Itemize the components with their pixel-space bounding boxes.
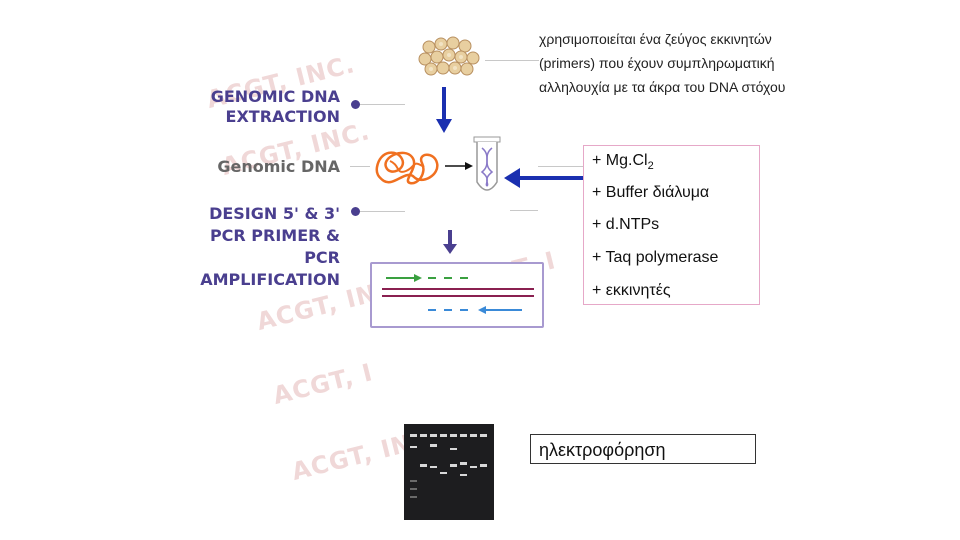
step-dot bbox=[351, 207, 360, 216]
cells-icon bbox=[418, 36, 480, 76]
connector-line bbox=[360, 104, 405, 105]
dna-tangle-icon bbox=[375, 151, 439, 185]
down-arrow-icon bbox=[436, 87, 452, 133]
primer-note-line: αλληλουχία με τα άκρα του DNA στόχου bbox=[539, 79, 786, 95]
gel-bands bbox=[410, 434, 487, 498]
pcr-amplification-box bbox=[370, 262, 544, 328]
watermark: ACGT, I bbox=[270, 358, 376, 410]
down-arrow-small-icon bbox=[443, 230, 457, 254]
connector-line bbox=[350, 166, 370, 167]
connector-line bbox=[485, 60, 539, 61]
reagent-mgcl2-text: + Mg.Cl bbox=[592, 152, 648, 169]
pcr-strands bbox=[382, 274, 534, 314]
reagent-buffer: + Buffer διάλυμα bbox=[592, 184, 710, 201]
step-design-primer-pcr: DESIGN 5' & 3' PCR PRIMER & PCR AMPLIFIC… bbox=[200, 204, 340, 289]
connector-line bbox=[360, 211, 405, 212]
reagent-taq: + Taq polymerase bbox=[592, 249, 719, 266]
arrow-to-tube-icon bbox=[445, 162, 473, 170]
reagents-box: + Mg.Cl2 + Buffer διάλυμα + d.NTPs + Taq… bbox=[583, 145, 760, 305]
step-dot bbox=[351, 100, 360, 109]
step-genomic-dna: Genomic DNA bbox=[217, 157, 340, 176]
gel-image bbox=[404, 424, 494, 520]
primer-note-line: χρησιμοποιείται ένα ζεύγος εκκινητών bbox=[539, 31, 772, 47]
electrophoresis-label: ηλεκτροφόρηση bbox=[530, 434, 756, 464]
primer-note-line: (primers) που έχουν συμπληρωματική bbox=[539, 55, 775, 71]
connector-line bbox=[510, 210, 538, 211]
connector-line bbox=[538, 166, 583, 167]
test-tube-dna-icon bbox=[473, 136, 501, 191]
reagent-primers: + εκκινητές bbox=[592, 282, 671, 299]
primer-note: χρησιμοποιείται ένα ζεύγος εκκινητών (pr… bbox=[539, 27, 839, 99]
reagent-mgcl2: + Mg.Cl2 bbox=[592, 152, 654, 172]
step-genomic-dna-extraction: GENOMIC DNA EXTRACTION bbox=[210, 87, 340, 126]
reagent-mgcl2-subscript: 2 bbox=[647, 160, 654, 173]
left-arrow-icon bbox=[504, 168, 584, 188]
reagent-dntps: + d.NTPs bbox=[592, 216, 660, 233]
